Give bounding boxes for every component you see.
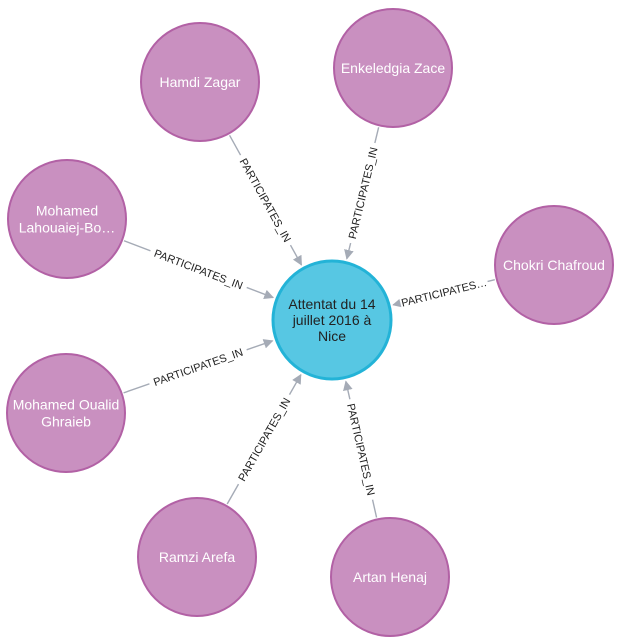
- edge-hamdi[interactable]: PARTICIPATES_IN: [228, 135, 303, 266]
- edge-label: PARTICIPATES_IN: [152, 347, 245, 389]
- edge-label-group: PARTICIPATES_IN: [343, 397, 380, 502]
- edge-label-group: PARTICIPATES_IN: [147, 343, 249, 391]
- edge-label-group: PARTICIPATES_IN: [234, 151, 297, 249]
- person-node-hamdi[interactable]: Hamdi Zagar: [140, 22, 260, 142]
- edge-enkeledgia[interactable]: PARTICIPATES_IN: [343, 127, 382, 260]
- person-node-circle[interactable]: [330, 517, 450, 637]
- event-node-label: Nice: [318, 328, 346, 344]
- edge-label-background: [147, 343, 249, 391]
- person-node-circle[interactable]: [7, 159, 127, 279]
- person-node-circle[interactable]: [140, 22, 260, 142]
- edge-label-background: [343, 141, 382, 245]
- edge-label: PARTICIPATES_IN: [237, 157, 293, 245]
- edge-label-background: [398, 274, 490, 310]
- person-node-circle[interactable]: [6, 353, 126, 473]
- edge-label-background: [147, 244, 250, 295]
- edge-label-group: PARTICIPATES_IN: [232, 391, 296, 488]
- event-node-circle[interactable]: [271, 259, 393, 381]
- edge-label-group: PARTICIPATES_IN: [147, 244, 250, 295]
- person-node-enkeledgia[interactable]: Enkeledgia Zace: [333, 8, 453, 128]
- edge-label: PARTICIPATES_IN: [152, 248, 244, 293]
- person-node-label: Lahouaiej-Bo…: [19, 220, 116, 236]
- edge-label-group: PARTICIPATES_IN: [343, 141, 382, 245]
- edge-artan[interactable]: PARTICIPATES_IN: [343, 380, 380, 518]
- person-node-circle[interactable]: [333, 8, 453, 128]
- person-node-label: Hamdi Zagar: [160, 74, 241, 90]
- edge-mohamed-lahouaiej[interactable]: PARTICIPATES_IN: [123, 240, 275, 300]
- person-node-label: Chokri Chafroud: [503, 257, 605, 273]
- edge-label: PARTICIPATES_IN: [236, 396, 293, 484]
- edge-ramzi[interactable]: PARTICIPATES_IN: [226, 373, 302, 505]
- person-node-label: Ramzi Arefa: [159, 549, 235, 565]
- edge-mohamed-oualid[interactable]: PARTICIPATES_IN: [123, 339, 274, 394]
- edge-label-group: PARTICIPATES…: [398, 274, 490, 310]
- person-node-label: Enkeledgia Zace: [341, 60, 446, 76]
- edge-chokri[interactable]: PARTICIPATES…: [392, 274, 495, 310]
- person-node-label: Ghraieb: [41, 414, 91, 430]
- person-node-artan[interactable]: Artan Henaj: [330, 517, 450, 637]
- person-node-circle[interactable]: [494, 205, 614, 325]
- person-node-label: Mohamed: [36, 203, 98, 219]
- edge-label-background: [234, 151, 297, 249]
- edge-label-background: [232, 391, 296, 488]
- person-node-label: Mohamed Oualid: [13, 397, 120, 413]
- edge-label-background: [343, 397, 380, 502]
- person-node-label: Artan Henaj: [353, 569, 427, 585]
- event-node-label: juillet 2016 à: [292, 312, 372, 328]
- person-node-mohamed-lahouaiej[interactable]: MohamedLahouaiej-Bo…: [7, 159, 127, 279]
- person-node-ramzi[interactable]: Ramzi Arefa: [137, 497, 257, 617]
- person-node-circle[interactable]: [137, 497, 257, 617]
- event-node-label: Attentat du 14: [288, 296, 375, 312]
- person-node-chokri[interactable]: Chokri Chafroud: [494, 205, 614, 325]
